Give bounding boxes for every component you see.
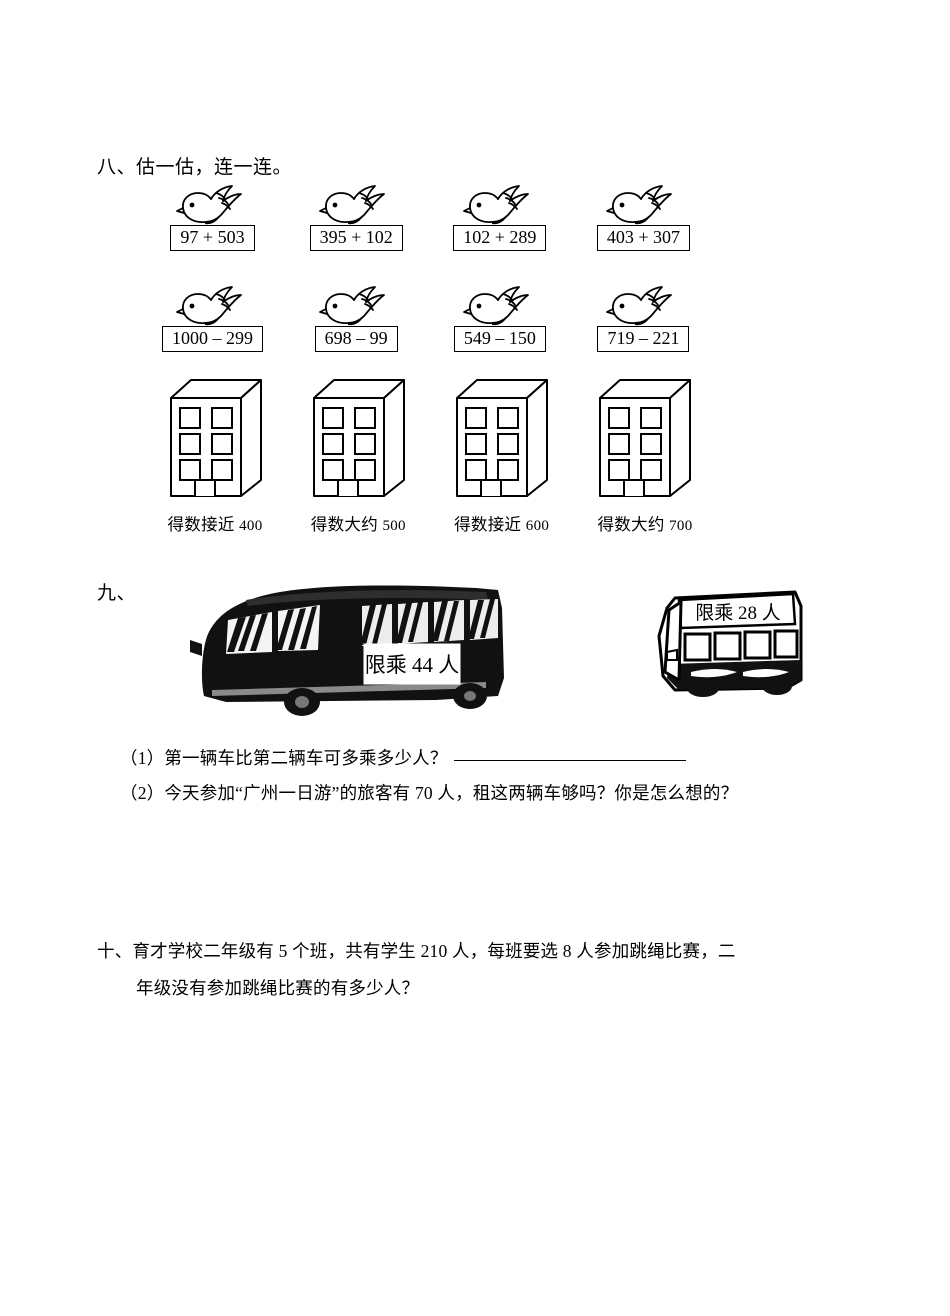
expression-cell: 97 + 503 (150, 182, 275, 251)
building-label-number: 700 (669, 518, 693, 534)
building-cell: 得数大约 700 (580, 368, 710, 535)
dove-icon (606, 185, 673, 225)
expression-box[interactable]: 102 + 289 (453, 225, 547, 251)
expression-cell: 1000 – 299 (150, 283, 275, 352)
dove-icon (319, 286, 386, 326)
building-icon (312, 379, 405, 497)
building-cell: 得数接近 400 (150, 368, 280, 535)
expression-cell: 719 – 221 (581, 283, 706, 352)
building-label-text: 得数接近 (167, 515, 235, 534)
building-label-text: 得数大约 (597, 515, 665, 534)
building-label: 得数大约 500 (311, 511, 406, 535)
dove-eye-icon (189, 303, 194, 309)
large-bus-capacity-label: 限乘 44 人 (365, 653, 460, 677)
dove-eye-icon (332, 303, 338, 309)
building-row: 得数接近 400 得数大约 500 (150, 368, 710, 535)
question-two-text: （2）今天参加“广州一日游”的旅客有 70 人，租这两辆车够吗？你是怎么想的？ (120, 783, 739, 803)
dove-eye-icon (476, 303, 482, 309)
expression-box[interactable]: 719 – 221 (597, 326, 690, 352)
dove-eye-icon (189, 202, 194, 208)
expression-box[interactable]: 97 + 503 (170, 225, 255, 251)
large-bus-icon: 限乘 44 人 (190, 585, 505, 716)
dove-icon (175, 286, 242, 326)
expression-row-subtraction: 1000 – 299 698 – 99 (150, 283, 706, 352)
dove-icon (175, 185, 242, 225)
expression-box[interactable]: 549 – 150 (453, 326, 546, 352)
building-label-text: 得数大约 (310, 515, 378, 534)
expression-box[interactable]: 698 – 99 (314, 326, 398, 352)
building-label-text: 得数接近 (454, 515, 522, 534)
building-label-number: 400 (239, 518, 263, 534)
section-ten-line-two: 年级没有参加跳绳比赛的有多少人？ (136, 978, 420, 998)
dove-eye-icon (332, 202, 338, 208)
building-cell: 得数接近 600 (437, 368, 567, 535)
expression-cell: 403 + 307 (581, 182, 706, 251)
building-label: 得数接近 400 (167, 511, 262, 535)
dove-icon (319, 185, 386, 225)
expression-cell: 698 – 99 (294, 283, 419, 352)
building-cell: 得数大约 500 (293, 368, 423, 535)
expression-cell: 395 + 102 (294, 182, 419, 251)
question-one-text: （1）第一辆车比第二辆车可多乘多少人？ (120, 748, 448, 768)
answer-blank-line[interactable] (453, 759, 686, 761)
minibus-icon: 限乘 28 人 (657, 590, 803, 697)
dove-eye-icon (620, 202, 625, 208)
expression-box[interactable]: 395 + 102 (309, 225, 403, 251)
building-label-number: 600 (525, 518, 550, 534)
building-icon (169, 379, 262, 497)
building-label: 得数接近 600 (454, 511, 549, 535)
minibus-capacity-label: 限乘 28 人 (695, 602, 781, 624)
building-icon (599, 379, 692, 497)
question-one-row: （1）第一辆车比第二辆车可多乘多少人？ (120, 745, 686, 770)
expression-cell: 549 – 150 (437, 283, 562, 352)
section-eight-heading: 八、估一估，连一连。 (97, 157, 293, 178)
question-two-row: （2）今天参加“广州一日游”的旅客有 70 人，租这两辆车够吗？你是怎么想的？ (120, 780, 738, 805)
section-ten-line-one: 十、育才学校二年级有 5 个班，共有学生 210 人，每班要选 8 人参加跳绳比… (97, 941, 736, 961)
expression-box[interactable]: 403 + 307 (596, 225, 691, 251)
dove-eye-icon (620, 303, 625, 309)
expression-box[interactable]: 1000 – 299 (162, 326, 263, 352)
dove-eye-icon (476, 202, 482, 208)
expression-row-addition: 97 + 503 395 + 102 (150, 182, 706, 251)
dove-icon (462, 185, 529, 225)
section-nine-heading: 九、 (97, 583, 137, 604)
building-icon (456, 379, 549, 497)
expression-cell: 102 + 289 (437, 182, 562, 251)
dove-icon (606, 286, 673, 326)
dove-icon (462, 286, 529, 326)
building-label-number: 500 (382, 518, 406, 534)
building-label: 得数大约 700 (597, 511, 692, 535)
